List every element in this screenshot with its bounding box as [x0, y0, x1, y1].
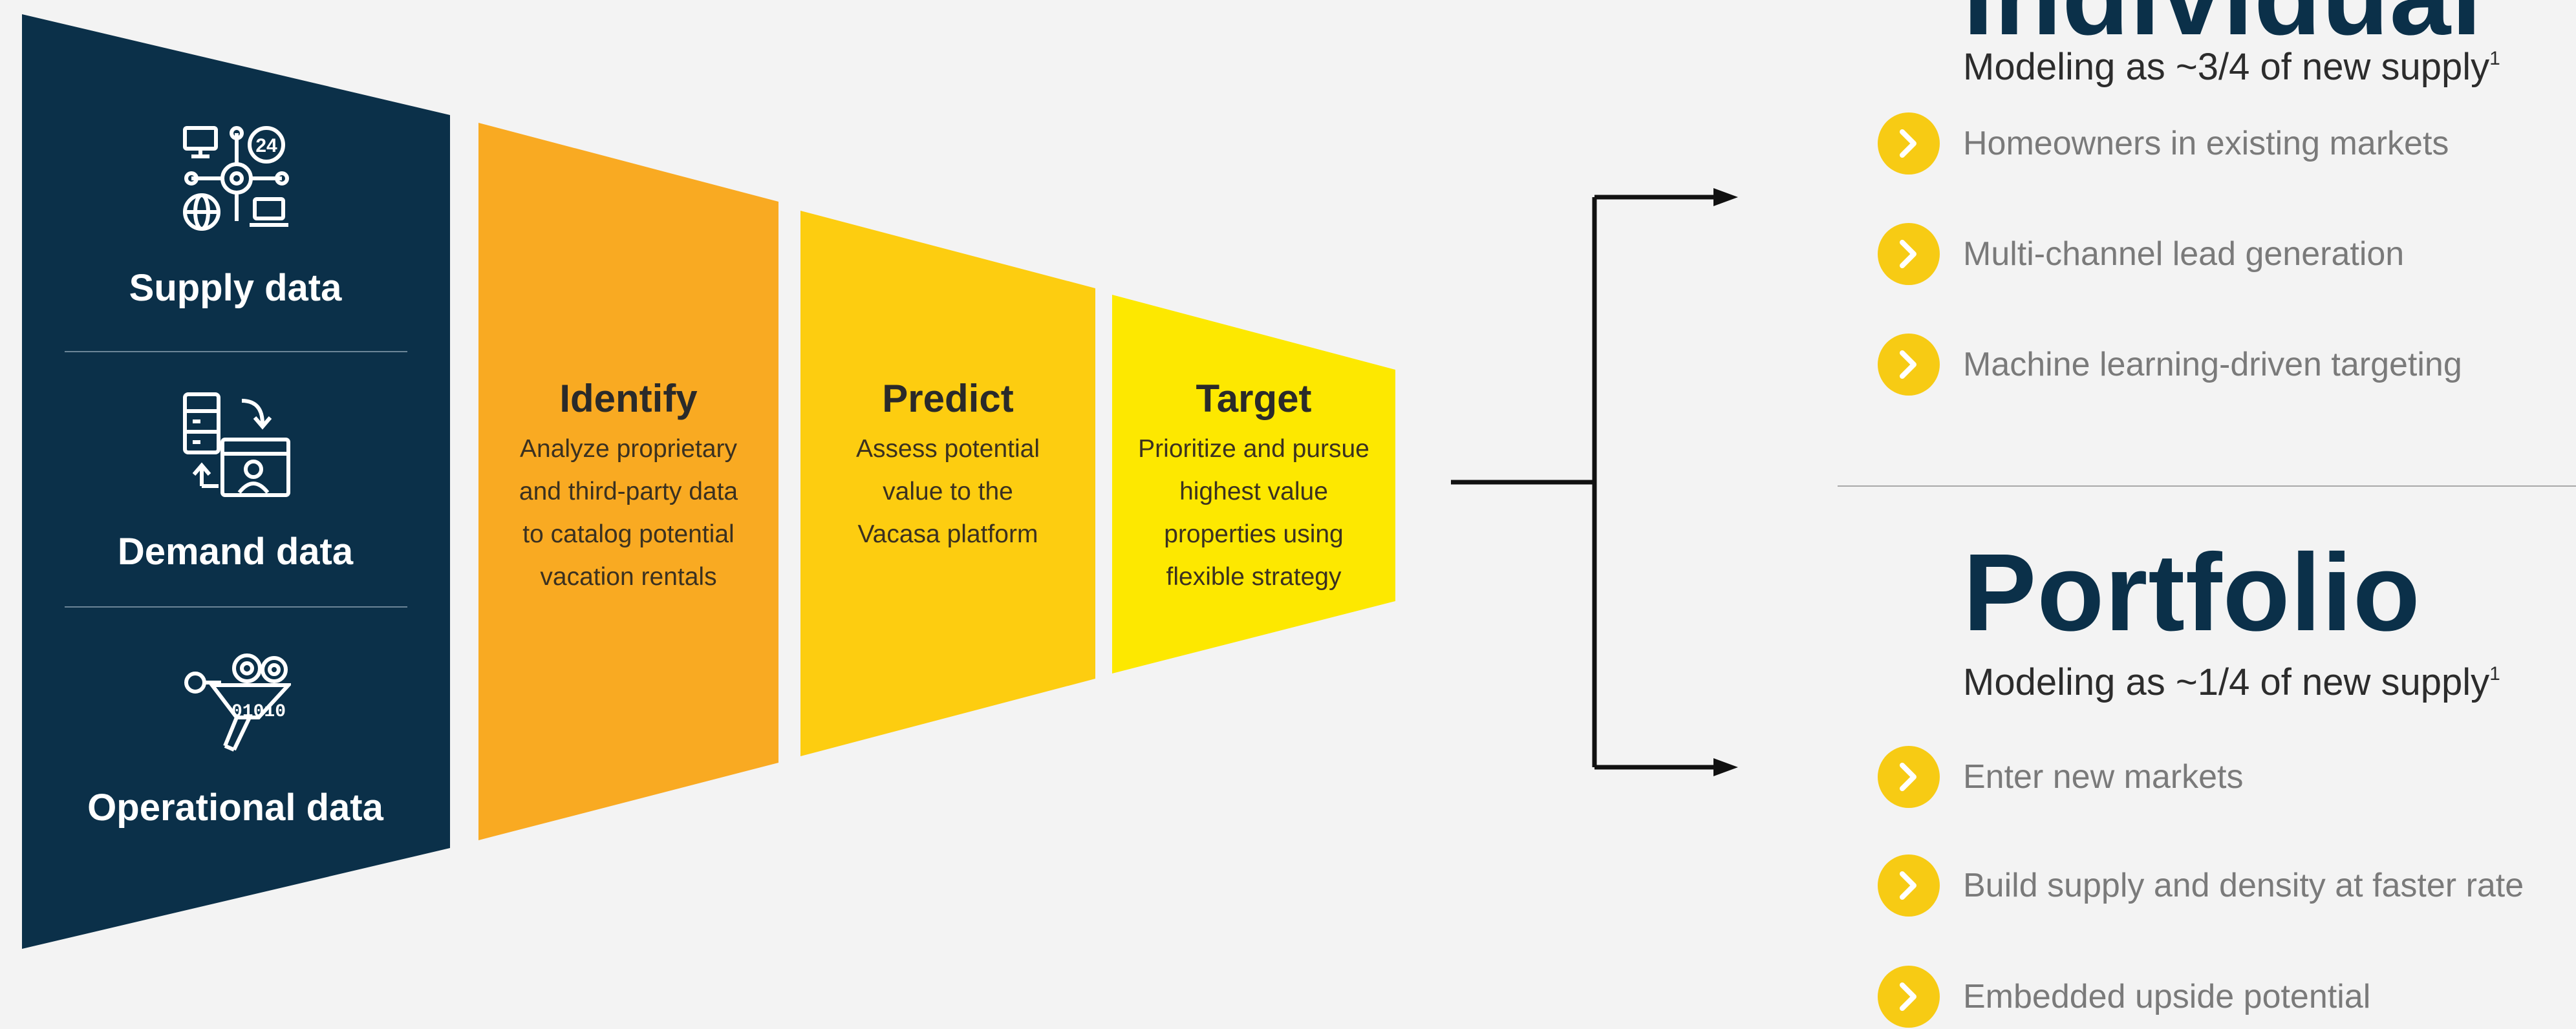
section-divider [1838, 485, 2576, 487]
list-item: Enter new markets [1878, 745, 2244, 809]
predict-stage-shape [800, 211, 1095, 756]
bullet-text: Enter new markets [1963, 758, 2244, 796]
svg-text:01010: 01010 [231, 702, 286, 722]
operations-funnel-icon: 01010 [184, 653, 291, 752]
list-item: Embedded upside potential [1878, 964, 2370, 1029]
bullet-text: Build supply and density at faster rate [1963, 867, 2524, 904]
portfolio-heading: Portfolio [1963, 531, 2421, 654]
bullet-text: Multi-channel lead generation [1963, 235, 2405, 273]
stage-desc-identify: Analyze proprietary and third-party data… [519, 435, 738, 591]
list-item: Machine learning-driven targeting [1878, 332, 2462, 397]
footnote-marker: 1 [2489, 663, 2500, 684]
chevron-right-icon [1878, 223, 1940, 285]
footnote-marker: 1 [2489, 48, 2500, 69]
chevron-right-icon [1878, 746, 1940, 808]
target-stage-shape [1112, 295, 1395, 674]
stage-title-target: Target [1196, 377, 1312, 420]
supply-network-icon: 24 [183, 126, 289, 231]
list-item: Homeowners in existing markets [1878, 111, 2449, 176]
arrow-head-top-icon [1713, 188, 1738, 206]
data-source-label-operational: Operational data [87, 787, 383, 829]
data-source-divider [65, 606, 407, 608]
bullet-text: Embedded upside potential [1963, 978, 2371, 1015]
identify-stage-shape [478, 123, 778, 840]
stage-title-identify: Identify [559, 377, 698, 420]
stage-desc-predict: Assess potential value to the Vacasa pla… [856, 435, 1040, 548]
svg-text:24: 24 [255, 135, 277, 156]
portfolio-subtitle: Modeling as ~1/4 of new supply1 [1963, 661, 2500, 703]
chevron-right-icon [1878, 334, 1940, 396]
demand-exchange-icon [183, 392, 290, 497]
data-source-divider [65, 351, 407, 352]
chevron-right-icon [1878, 112, 1940, 175]
individual-subtitle: Modeling as ~3/4 of new supply1 [1963, 46, 2500, 88]
list-item: Build supply and density at faster rate [1878, 853, 2524, 918]
stage-title-predict: Predict [882, 377, 1014, 420]
data-source-label-supply: Supply data [129, 267, 342, 309]
chevron-right-icon [1878, 966, 1940, 1028]
data-source-label-demand: Demand data [117, 531, 354, 573]
chevron-right-icon [1878, 854, 1940, 917]
bullet-text: Machine learning-driven targeting [1963, 346, 2462, 383]
stage-desc-target: Prioritize and pursue highest value prop… [1138, 435, 1369, 591]
branch-connector [1451, 195, 1713, 770]
bullet-text: Homeowners in existing markets [1963, 125, 2449, 162]
list-item: Multi-channel lead generation [1878, 222, 2404, 286]
arrow-head-bottom-icon [1713, 758, 1738, 776]
individual-heading: Individual [1963, 0, 2482, 52]
data-sources-panel [22, 14, 450, 949]
